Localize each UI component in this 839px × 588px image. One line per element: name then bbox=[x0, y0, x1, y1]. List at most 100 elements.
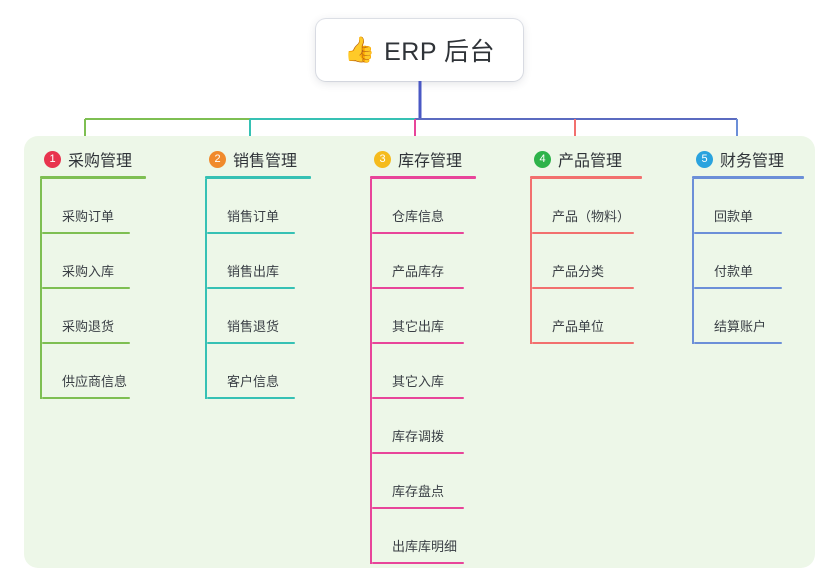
branch-column-3: 3 库存管理仓库信息产品库存其它出库其它入库库存调拨库存盘点出库库明细 bbox=[370, 147, 476, 564]
branch-trunk-5 bbox=[692, 179, 694, 344]
leaf-node[interactable]: 销售出库 bbox=[205, 234, 311, 289]
branch-rule-4 bbox=[530, 176, 642, 179]
branch-column-1: 1 采购管理采购订单采购入库采购退货供应商信息 bbox=[40, 147, 146, 399]
leaf-label: 回款单 bbox=[714, 209, 754, 224]
leaf-node[interactable]: 产品分类 bbox=[530, 234, 642, 289]
branch-rule-5 bbox=[692, 176, 804, 179]
leaf-label: 采购入库 bbox=[62, 264, 115, 279]
leaf-rule bbox=[42, 397, 130, 399]
root-node[interactable]: 👍 ERP 后台 bbox=[316, 19, 523, 81]
leaf-rule bbox=[372, 452, 464, 454]
branch-header-2[interactable]: 2 销售管理 bbox=[205, 147, 311, 171]
leaf-node[interactable]: 其它入库 bbox=[370, 344, 476, 399]
leaf-list-1: 采购订单采购入库采购退货供应商信息 bbox=[40, 179, 146, 399]
leaf-label: 付款单 bbox=[714, 264, 754, 279]
leaf-rule bbox=[207, 342, 295, 344]
leaf-rule bbox=[694, 342, 782, 344]
leaf-rule bbox=[532, 287, 634, 289]
branch-badge-1: 1 bbox=[44, 150, 61, 168]
leaf-node[interactable]: 采购入库 bbox=[40, 234, 146, 289]
leaf-node[interactable]: 供应商信息 bbox=[40, 344, 146, 399]
branch-title-5: 财务管理 bbox=[720, 153, 785, 170]
leaf-label: 产品分类 bbox=[552, 264, 605, 279]
leaf-label: 销售退货 bbox=[227, 319, 280, 334]
branch-column-4: 4 产品管理产品（物料） 产品分类产品单位 bbox=[530, 147, 642, 344]
branch-rule-3 bbox=[370, 176, 476, 179]
branch-column-2: 2 销售管理销售订单销售出库销售退货客户信息 bbox=[205, 147, 311, 399]
leaf-label: 客户信息 bbox=[227, 374, 280, 389]
leaf-node[interactable]: 结算账户 bbox=[692, 289, 804, 344]
leaf-list-4: 产品（物料） 产品分类产品单位 bbox=[530, 179, 642, 344]
leaf-node[interactable]: 仓库信息 bbox=[370, 179, 476, 234]
leaf-rule bbox=[372, 397, 464, 399]
leaf-label: 结算账户 bbox=[714, 319, 767, 334]
leaf-rule bbox=[42, 342, 130, 344]
branch-title-1: 采购管理 bbox=[68, 153, 133, 170]
leaf-node[interactable]: 出库库明细 bbox=[370, 509, 476, 564]
leaf-node[interactable]: 库存调拨 bbox=[370, 399, 476, 454]
leaf-label: 采购订单 bbox=[62, 209, 115, 224]
branch-rule-2 bbox=[205, 176, 311, 179]
leaf-rule bbox=[694, 287, 782, 289]
leaf-node[interactable]: 客户信息 bbox=[205, 344, 311, 399]
leaf-label: 销售出库 bbox=[227, 264, 280, 279]
leaf-label: 出库库明细 bbox=[392, 539, 458, 554]
leaf-node[interactable]: 库存盘点 bbox=[370, 454, 476, 509]
leaf-node[interactable]: 产品单位 bbox=[530, 289, 642, 344]
leaf-label: 库存盘点 bbox=[392, 484, 445, 499]
leaf-label: 其它出库 bbox=[392, 319, 445, 334]
leaf-rule bbox=[372, 562, 464, 564]
leaf-node[interactable]: 产品库存 bbox=[370, 234, 476, 289]
leaf-node[interactable]: 付款单 bbox=[692, 234, 804, 289]
leaf-node[interactable]: 其它出库 bbox=[370, 289, 476, 344]
leaf-list-5: 回款单付款单结算账户 bbox=[692, 179, 804, 344]
leaf-node[interactable]: 产品（物料） bbox=[530, 179, 642, 234]
branch-header-3[interactable]: 3 库存管理 bbox=[370, 147, 476, 171]
leaf-rule bbox=[42, 232, 130, 234]
branch-title-2: 销售管理 bbox=[233, 153, 298, 170]
branch-header-5[interactable]: 5 财务管理 bbox=[692, 147, 804, 171]
leaf-label: 销售订单 bbox=[227, 209, 280, 224]
branch-trunk-3 bbox=[370, 179, 372, 564]
leaf-label: 库存调拨 bbox=[392, 429, 445, 444]
leaf-rule bbox=[372, 342, 464, 344]
root-title: ERP 后台 bbox=[384, 38, 496, 66]
leaf-rule bbox=[372, 507, 464, 509]
leaf-node[interactable]: 销售退货 bbox=[205, 289, 311, 344]
branch-badge-4: 4 bbox=[534, 150, 551, 168]
branch-trunk-4 bbox=[530, 179, 532, 344]
branch-badge-3: 3 bbox=[374, 150, 391, 168]
leaf-list-3: 仓库信息产品库存其它出库其它入库库存调拨库存盘点出库库明细 bbox=[370, 179, 476, 564]
leaf-rule bbox=[207, 232, 295, 234]
branch-header-4[interactable]: 4 产品管理 bbox=[530, 147, 642, 171]
branch-column-5: 5 财务管理回款单付款单结算账户 bbox=[692, 147, 804, 344]
leaf-label: 产品库存 bbox=[392, 264, 445, 279]
leaf-rule bbox=[694, 232, 782, 234]
leaf-label: 供应商信息 bbox=[62, 374, 128, 389]
leaf-rule bbox=[532, 342, 634, 344]
branch-panel bbox=[24, 136, 815, 568]
leaf-rule bbox=[207, 287, 295, 289]
leaf-rule bbox=[372, 232, 464, 234]
thumbs-up-icon: 👍 bbox=[343, 35, 376, 64]
leaf-label: 产品（物料） bbox=[552, 209, 631, 224]
branch-title-4: 产品管理 bbox=[558, 153, 623, 170]
leaf-rule bbox=[372, 287, 464, 289]
branch-trunk-2 bbox=[205, 179, 207, 399]
leaf-rule bbox=[207, 397, 295, 399]
leaf-label: 采购退货 bbox=[62, 319, 115, 334]
leaf-node[interactable]: 回款单 bbox=[692, 179, 804, 234]
leaf-node[interactable]: 采购退货 bbox=[40, 289, 146, 344]
branch-rule-1 bbox=[40, 176, 146, 179]
leaf-node[interactable]: 销售订单 bbox=[205, 179, 311, 234]
leaf-list-2: 销售订单销售出库销售退货客户信息 bbox=[205, 179, 311, 399]
branch-title-3: 库存管理 bbox=[398, 153, 463, 170]
leaf-label: 产品单位 bbox=[552, 319, 605, 334]
branch-badge-2: 2 bbox=[209, 150, 226, 168]
leaf-node[interactable]: 采购订单 bbox=[40, 179, 146, 234]
leaf-rule bbox=[42, 287, 130, 289]
branch-badge-5: 5 bbox=[696, 150, 713, 168]
leaf-rule bbox=[532, 232, 634, 234]
branch-header-1[interactable]: 1 采购管理 bbox=[40, 147, 146, 171]
